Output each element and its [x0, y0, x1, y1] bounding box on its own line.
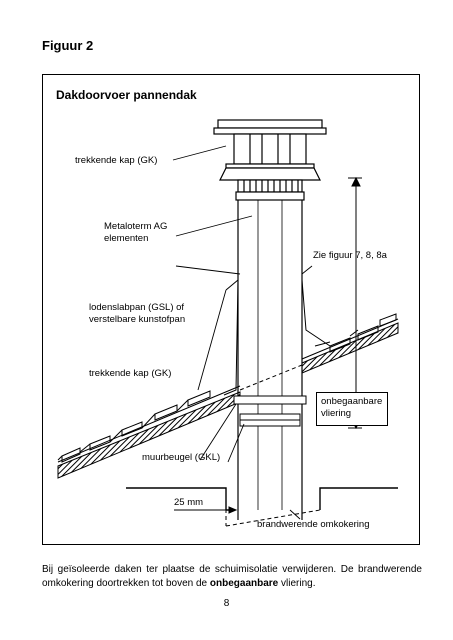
dimension-25mm	[174, 506, 238, 514]
label-zie-figuur: Zie figuur 7, 8, 8a	[313, 250, 387, 261]
label-brandwerende-omkokering: brandwerende omkokering	[257, 519, 370, 530]
attic-floor	[126, 487, 398, 511]
label-trekkende-kap-top: trekkende kap (GK)	[75, 155, 158, 166]
caption-text: Bij geïsoleerde daken ter plaatse de sch…	[42, 563, 422, 590]
roof-tiles-right	[314, 313, 397, 353]
label-onbegaanbare-line2: vliering	[321, 408, 352, 419]
label-loden-line1: lodenslabpan (GSL) of	[89, 302, 185, 313]
caption-part1: Bij geïsoleerde daken ter plaatse de sch…	[42, 564, 422, 589]
roof-left	[57, 385, 241, 479]
diagram-title: Dakdoorvoer pannendak	[56, 88, 197, 102]
fire-enclosure	[225, 488, 321, 527]
figure-title: Figuur 2	[42, 38, 94, 53]
wall-bracket	[233, 395, 307, 427]
rain-cap	[213, 119, 327, 201]
caption-part2: vliering.	[278, 577, 316, 589]
leader-lines	[172, 145, 313, 520]
dimension-arrow	[348, 176, 362, 430]
label-metaloterm-line1: Metaloterm AG	[104, 221, 168, 232]
label-25mm: 25 mm	[174, 497, 204, 508]
caption-bold: onbegaanbare	[209, 577, 279, 589]
label-lodenslabpan: lodenslabpan (GSL) of verstelbare kunsto…	[89, 302, 185, 326]
label-metaloterm: Metaloterm AG elementen	[104, 221, 167, 245]
label-loden-line2: verstelbare kunstofpan	[89, 314, 186, 325]
label-onbegaanbare-vliering: onbegaanbare vliering	[316, 392, 388, 426]
label-onbegaanbare-line1: onbegaanbare	[321, 396, 383, 407]
label-metaloterm-line2: elementen	[104, 233, 149, 244]
diagram-frame	[42, 74, 420, 545]
page-number: 8	[223, 598, 230, 609]
underlay-dashed-line	[239, 364, 303, 391]
roof-tiles-left	[57, 390, 211, 463]
label-trekkende-kap-bottom: trekkende kap (GK)	[89, 368, 172, 379]
lead-flashing	[223, 279, 331, 396]
label-muurbeugel: muurbeugel (GKL)	[142, 452, 221, 463]
